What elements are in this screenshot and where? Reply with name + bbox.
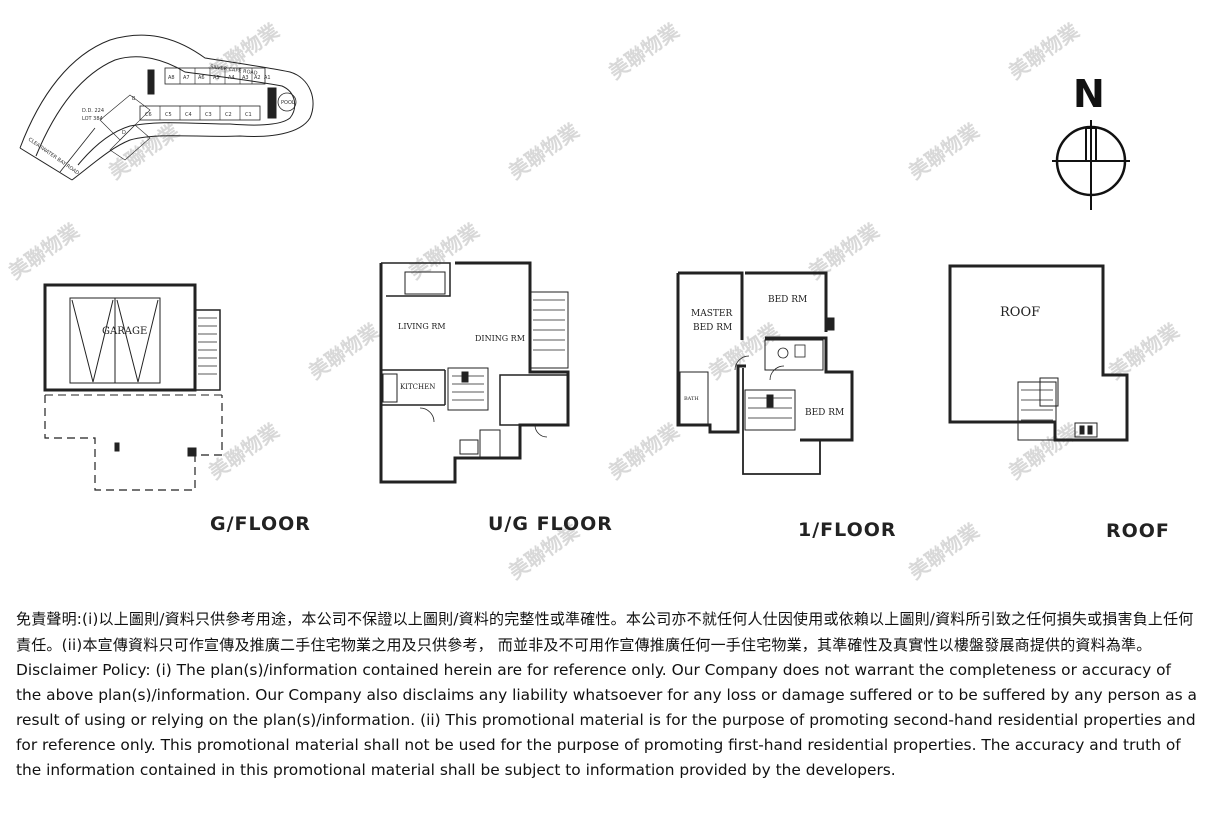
room-label-master-bed: BED RM — [693, 323, 732, 333]
floor-plan-drawing: 美聯物業 美聯物業 美聯物業 美聯物業 美聯物業 美聯物業 美聯物業 美聯物業 … — [4, 18, 1184, 584]
site-unit-code: A2 — [254, 75, 261, 81]
site-unit-code: C4 — [185, 112, 192, 118]
site-unit-code: C6 — [145, 112, 152, 118]
floor-label-1f: 1/FLOOR — [798, 519, 897, 541]
site-unit-code: C5 — [165, 112, 172, 118]
room-label-roof: ROOF — [1000, 305, 1040, 320]
room-label-bath: BATH — [684, 396, 699, 402]
site-unit-code: A7 — [183, 75, 190, 81]
watermark: 美聯物業 — [504, 118, 584, 184]
watermark: 美聯物業 — [604, 418, 684, 484]
floor-label-ug: U/G FLOOR — [488, 513, 613, 535]
site-unit-code: C2 — [225, 112, 232, 118]
disclaimer: 免責聲明:(i)以上圖則/資料只供參考用途，本公司不保證以上圖則/資料的完整性或… — [16, 606, 1201, 783]
site-unit-code: B — [132, 96, 136, 102]
watermark: 美聯物業 — [604, 18, 684, 84]
site-unit-code: C1 — [245, 112, 252, 118]
room-label-master: MASTER — [691, 309, 732, 319]
site-unit-code: D — [122, 130, 126, 136]
site-unit-code: A5 — [213, 75, 220, 81]
site-pool-label: POOL — [281, 100, 295, 106]
watermark: 美聯物業 — [4, 218, 84, 284]
north-compass: N — [1052, 72, 1130, 210]
room-label-garage: GARAGE — [102, 326, 147, 337]
site-unit-code: A3 — [242, 75, 249, 81]
1-floor-plan — [676, 271, 854, 475]
floor-label-roof: ROOF — [1106, 520, 1170, 542]
watermark: 美聯物業 — [104, 118, 184, 184]
disclaimer-chinese: 免責聲明:(i)以上圖則/資料只供參考用途，本公司不保證以上圖則/資料的完整性或… — [16, 610, 1194, 654]
watermark: 美聯物業 — [204, 418, 284, 484]
north-label: N — [1073, 72, 1105, 116]
site-unit-code: A8 — [168, 75, 175, 81]
disclaimer-english: Disclaimer Policy: (i) The plan(s)/infor… — [16, 661, 1197, 779]
room-label-dining: DINING RM — [475, 334, 525, 343]
site-lot-label: LOT 384 — [82, 116, 103, 122]
room-label-bed-2: BED RM — [805, 408, 844, 418]
room-label-kitchen: KITCHEN — [400, 383, 435, 391]
watermark-layer: 美聯物業 美聯物業 美聯物業 美聯物業 美聯物業 美聯物業 美聯物業 美聯物業 … — [4, 18, 1184, 584]
site-unit-code: A4 — [228, 75, 235, 81]
roof-plan — [948, 264, 1129, 442]
floor-label-g: G/FLOOR — [210, 513, 311, 535]
site-lot-label: D.D. 224 — [82, 108, 104, 114]
site-unit-code: A6 — [198, 75, 205, 81]
room-label-bed-1: BED RM — [768, 295, 807, 305]
g-floor-plan — [43, 283, 223, 491]
site-unit-code: C3 — [205, 112, 212, 118]
watermark: 美聯物業 — [904, 518, 984, 584]
site-unit-code: A1 — [264, 75, 271, 81]
watermark: 美聯物業 — [404, 218, 484, 284]
watermark: 美聯物業 — [1004, 418, 1084, 484]
site-unit-codes: A8 A7 A6 A5 A4 A3 A2 A1 B C6 C5 C4 C3 C2… — [122, 75, 271, 136]
watermark: 美聯物業 — [904, 118, 984, 184]
room-label-living: LIVING RM — [398, 322, 446, 331]
ug-floor-plan — [379, 261, 570, 484]
watermark: 美聯物業 — [304, 318, 384, 384]
site-plan — [19, 34, 314, 181]
